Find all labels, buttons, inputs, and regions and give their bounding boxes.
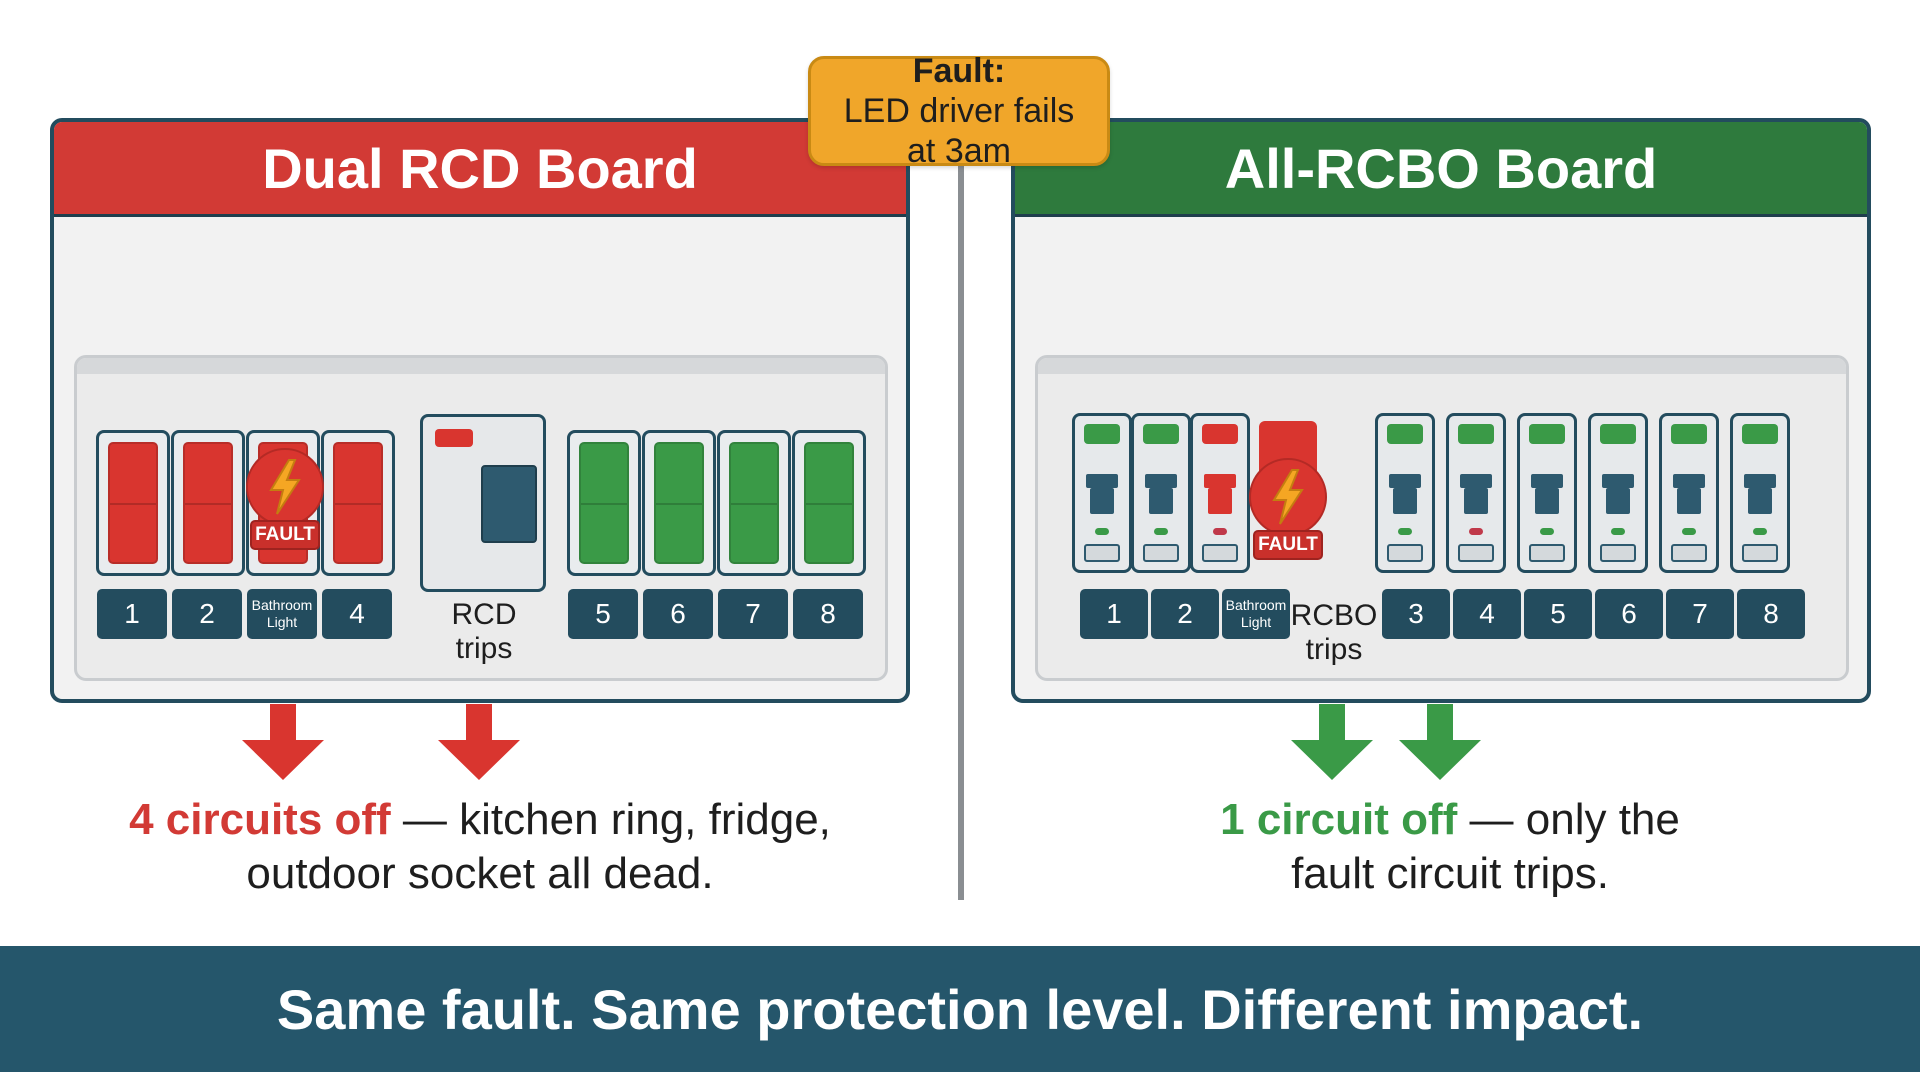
fault-callout-bold: Fault:	[912, 52, 1006, 90]
breaker-7[interactable]	[717, 430, 791, 576]
right-result-highlight: 1 circuit off	[1220, 795, 1458, 844]
rcbo-label-8: 8	[1737, 589, 1805, 639]
breaker-6[interactable]	[642, 430, 716, 576]
label-2: 2	[172, 589, 242, 639]
rcbo-6[interactable]	[1588, 413, 1648, 573]
rcbo-8[interactable]	[1730, 413, 1790, 573]
down-arrow-icon	[1399, 704, 1481, 780]
rcbo-bathroom-light[interactable]	[1190, 413, 1250, 573]
dual-rcd-panel: FAULT	[74, 355, 888, 681]
rcbo-label-4: 4	[1453, 589, 1521, 639]
fault-callout-text: LED driver fails at 3am	[843, 92, 1075, 170]
rcbo-label-5: 5	[1524, 589, 1592, 639]
breaker-2[interactable]	[171, 430, 245, 576]
breaker-1[interactable]	[96, 430, 170, 576]
breaker-7-toggle	[729, 442, 779, 564]
rcbo-2[interactable]	[1131, 413, 1191, 573]
rcbo-label-1: 1	[1080, 589, 1148, 639]
breaker-5-toggle	[579, 442, 629, 564]
rcd-trips-text: RCD trips	[451, 598, 517, 665]
breaker-5[interactable]	[567, 430, 641, 576]
rcd-unit[interactable]	[420, 414, 546, 592]
down-arrow-icon	[242, 704, 324, 780]
all-rcbo-board-title: All-RCBO Board	[1015, 122, 1867, 217]
left-fault-label: FAULT	[250, 520, 320, 550]
all-rcbo-board: All-RCBO Board FAULT 1 2 Bathroom Light …	[1011, 118, 1871, 703]
breaker-1-toggle	[108, 442, 158, 564]
rcbo-5[interactable]	[1517, 413, 1577, 573]
label-6: 6	[643, 589, 713, 639]
fault-callout: Fault: LED driver fails at 3am	[808, 52, 1110, 170]
breaker-2-toggle	[183, 442, 233, 564]
rcbo-4[interactable]	[1446, 413, 1506, 573]
rcbo-label-6: 6	[1595, 589, 1663, 639]
rcd-handle[interactable]	[481, 465, 537, 543]
center-divider	[958, 160, 964, 900]
breaker-6-toggle	[654, 442, 704, 564]
breaker-4-toggle	[333, 442, 383, 564]
right-fault-label: FAULT	[1253, 530, 1323, 560]
left-result-detail: — kitchen ring, fridge, outdoor socket a…	[246, 795, 831, 898]
breaker-4[interactable]	[321, 430, 395, 576]
breaker-8[interactable]	[792, 430, 866, 576]
rcbo-label-3: 3	[1382, 589, 1450, 639]
rcbo-7[interactable]	[1659, 413, 1719, 573]
breaker-8-toggle	[804, 442, 854, 564]
label-1: 1	[97, 589, 167, 639]
dual-rcd-board: Dual RCD Board FAULT 1 2 Bathroom Light …	[50, 118, 910, 703]
lightning-bolt-icon	[246, 448, 324, 526]
down-arrow-icon	[1291, 704, 1373, 780]
label-7: 7	[718, 589, 788, 639]
label-4: 4	[322, 589, 392, 639]
down-arrow-icon	[438, 704, 520, 780]
rcbo-label-7: 7	[1666, 589, 1734, 639]
left-result-text: 4 circuits off — kitchen ring, fridge, o…	[120, 793, 840, 901]
rcd-indicator-led	[435, 429, 473, 447]
right-result-text: 1 circuit off — only the fault circuit t…	[1180, 793, 1720, 901]
rcbo-label-bathroom-light: Bathroom Light	[1222, 589, 1290, 639]
footer-banner: Same fault. Same protection level. Diffe…	[0, 946, 1920, 1072]
rcbo-label-2: 2	[1151, 589, 1219, 639]
right-result-detail: — only the fault circuit trips.	[1291, 795, 1680, 898]
rcbo-3[interactable]	[1375, 413, 1435, 573]
label-5: 5	[568, 589, 638, 639]
rcbo-1[interactable]	[1072, 413, 1132, 573]
rcbo-trips-text: RCBO trips	[1290, 599, 1378, 666]
lightning-bolt-icon	[1249, 458, 1327, 536]
label-8: 8	[793, 589, 863, 639]
left-result-highlight: 4 circuits off	[129, 795, 391, 844]
label-bathroom-light: Bathroom Light	[247, 589, 317, 639]
dual-rcd-board-title: Dual RCD Board	[54, 122, 906, 217]
